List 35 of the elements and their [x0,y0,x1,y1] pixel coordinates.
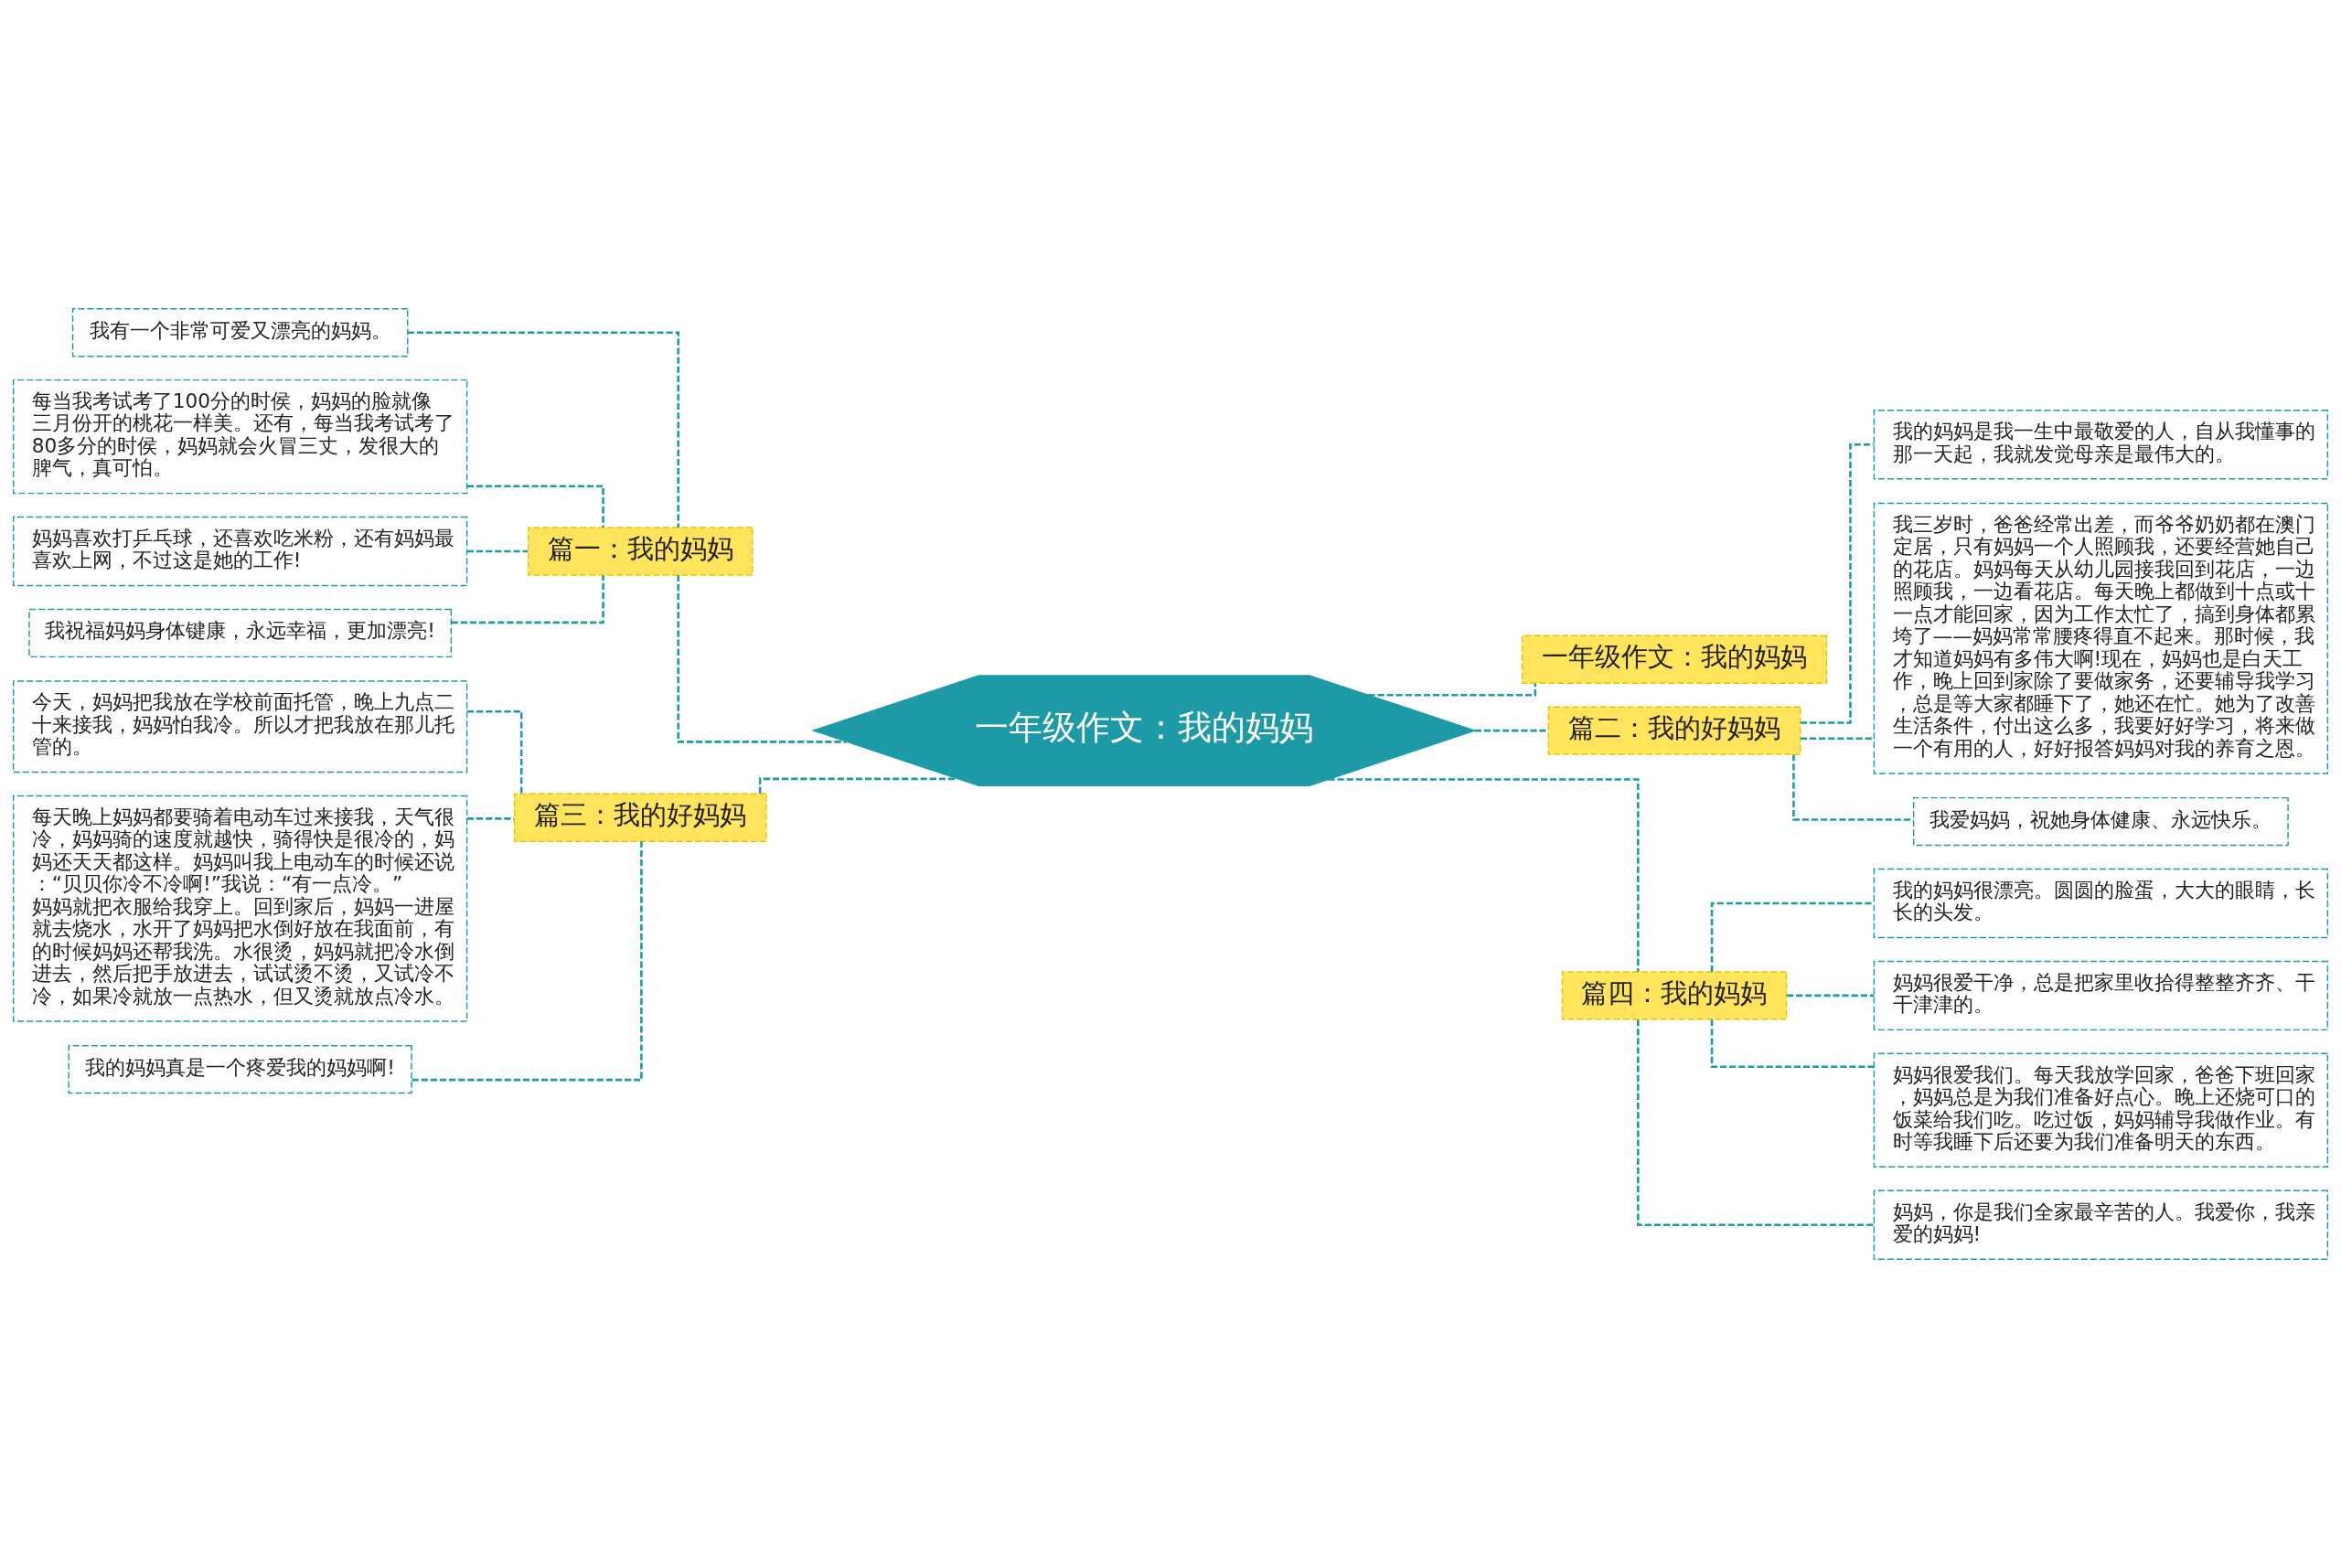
node-box: 妈妈喜欢打乒乓球，还喜欢吃米粉，还有妈妈最喜欢上网，不过这是她的工作! [12,516,468,587]
connector [1328,778,1640,972]
connector [412,841,643,1082]
node-box: 篇四：我的妈妈 [1561,971,1788,1020]
connector [466,549,529,553]
node-box: 我祝福妈妈身体键康，永远幸福，更加漂亮! [28,608,453,658]
node-box: 妈妈，你是我们全家最辛苦的人。我爱你，我亲爱的妈妈! [1873,1189,2329,1260]
connector [677,575,847,743]
connector [466,485,604,528]
node-box: 一年级作文：我的妈妈 [1521,635,1828,684]
node-box: 妈妈很爱干净，总是把家里收拾得整整齐齐、干干津津的。 [1873,960,2329,1031]
node-box: 我三岁时，爸爸经常出差，而爷爷奶奶都在澳门定居，只有妈妈一个人照顾我，还要经营她自己的花店。妈妈每天从幼儿园接我回到花店，一边照顾我，一边看花店。每天晚上都做到十点或十一点才能回家，因为工作太忙了，搞到身体都累垮了——妈妈常常腰疼得直不起来。那时候，我才知道妈妈有多伟大啊!现在，妈妈也是白天工作，晚上回到家除了要做家务，还要辅导我学习，总是等大家都睡下了，她还在忙。她为了改善生活条件，付出这么多，我要好好学习，将来做一个有用的人，好好报答妈妈对我的养育之恩。 [1873,502,2329,774]
connector [407,331,680,528]
connector [1637,1019,1875,1227]
connector [1710,901,1875,972]
node-box: 我爱妈妈，祝她身体健康、永远快乐。 [1912,796,2289,847]
connector [1787,994,1875,997]
node-box: 我的妈妈真是一个疼爱我的妈妈啊! [68,1044,412,1094]
connector [466,709,523,794]
connector [451,575,604,624]
node-box: 每当我考试考了100分的时侯，妈妈的脸就像三月份开的桃花一样美。还有，每当我考试考了80多分的时侯，妈妈就会火冒三丈，发很大的脾气，真可怕。 [12,379,468,495]
connector [1474,729,1549,732]
node-box: 篇二：我的好妈妈 [1547,706,1801,755]
connector [1710,1019,1875,1069]
node-box: 每天晚上妈妈都要骑着电动车过来接我，天气很冷，妈妈骑的速度就越快，骑得快是很冷的，妈妈还天天都这样。妈妈叫我上电动车的时候还说：“贝贝你冷不冷啊!”我说：“有一点冷。”妈妈就把衣服给我穿上。回到家后，妈妈一进屋就去烧水，水开了妈妈把水倒好放在我面前，有的时候妈妈还帮我洗。水很烫，妈妈就把冷水倒进去，然后把手放进去，试试烫不烫，又试冷不冷，如果冷就放一点热水，但又烫就放点冷水。 [12,795,468,1022]
node-box: 我的妈妈很漂亮。圆圆的脸蛋，大大的眼睛，长长的头发。 [1873,868,2329,939]
node-box: 我的妈妈是我一生中最敬爱的人，自从我懂事的那一天起，我就发觉母亲是最伟大的。 [1873,410,2329,480]
connector [1801,737,1875,741]
node-box: 我有一个非常可爱又漂亮的妈妈。 [71,308,409,357]
node-box: 今天，妈妈把我放在学校前面托管，晚上九点二十来接我，妈妈怕我冷。所以才把我放在那儿托管的。 [12,680,468,773]
node-box: 篇三：我的好妈妈 [513,793,767,842]
node-box: 妈妈很爱我们。每天我放学回家，爸爸下班回家，妈妈总是为我们准备好点心。晚上还烧可口的饭菜给我们吃。吃过饭，妈妈辅导我做作业。有时等我睡下后还要为我们准备明天的东西。 [1873,1052,2329,1168]
node-box: 篇一：我的妈妈 [527,527,754,576]
connector [1368,683,1537,697]
connector [466,817,515,820]
